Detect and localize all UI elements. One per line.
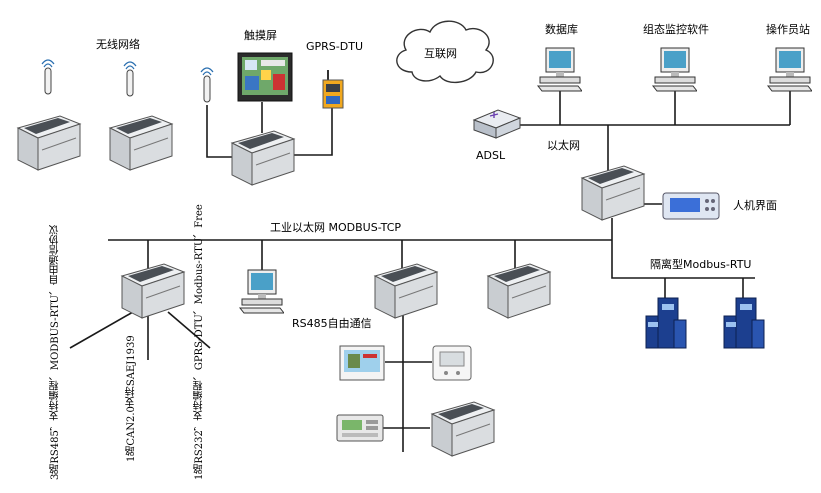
computer-icon — [238, 269, 284, 314]
antenna-to-plc-line — [206, 105, 232, 158]
plc-to-gprs-line — [292, 108, 333, 156]
plc-controller-icon — [230, 130, 296, 186]
internet-label: 互联网 — [424, 47, 457, 60]
gprs-dtu-label: GPRS-DTU — [306, 40, 363, 53]
port-line-rs485 — [69, 311, 134, 349]
operator-computer-icon — [766, 47, 812, 92]
database-label: 数据库 — [545, 23, 578, 36]
adsl-modem-icon — [472, 109, 522, 139]
adsl-label: ADSL — [476, 149, 506, 162]
rs485-free-label: RS485自由通信 — [292, 317, 372, 330]
inverter-drive-icon — [723, 297, 765, 349]
antenna-icon — [200, 67, 214, 103]
touchscreen-label: 触摸屏 — [244, 29, 277, 42]
port-rs485-text: 3路RS485，支持编程、MODBUS-RTU、自由通信协议 — [50, 224, 61, 480]
isolated-modbus-line — [611, 240, 755, 279]
port-line-rs232 — [167, 311, 211, 349]
meter-display-icon — [339, 345, 385, 381]
port-rs232-text: 1路RS232，支持编程、GPRS-DTU、Modbus-RTU、Free — [194, 204, 205, 480]
controller-module-icon — [336, 414, 384, 442]
plc-controller-icon — [486, 263, 552, 319]
antenna-icon — [123, 61, 137, 97]
inverter-drive-icon — [645, 297, 687, 349]
hmi-label: 人机界面 — [733, 199, 777, 212]
port-can-text: 1路CAN2.0支持SAEJ1939 — [126, 335, 137, 462]
hmi-panel-icon — [662, 192, 720, 220]
antenna-icon — [41, 59, 55, 95]
plc-controller-icon — [373, 263, 439, 319]
wireless-network-label: 无线网络 — [96, 38, 140, 51]
ethernet-label: 以太网 — [547, 139, 580, 152]
plc-controller-icon — [108, 115, 174, 171]
touchscreen-icon — [237, 52, 293, 102]
thermostat-icon — [432, 345, 472, 381]
plc-controller-icon — [16, 115, 82, 171]
gprs-dtu-icon — [322, 70, 344, 109]
scada-software-label: 组态监控软件 — [643, 23, 709, 36]
industrial-ethernet-label: 工业以太网 MODBUS-TCP — [270, 221, 402, 234]
isolated-modbus-label: 隔离型Modbus-RTU — [650, 258, 752, 271]
internet-cloud-icon — [396, 20, 494, 83]
operator-station-label: 操作员站 — [766, 23, 810, 36]
database-computer-icon — [536, 47, 582, 92]
plc-controller-icon — [580, 165, 646, 221]
scada-computer-icon — [651, 47, 697, 92]
plc-controller-icon — [430, 401, 496, 457]
plc-controller-icon — [120, 263, 186, 319]
